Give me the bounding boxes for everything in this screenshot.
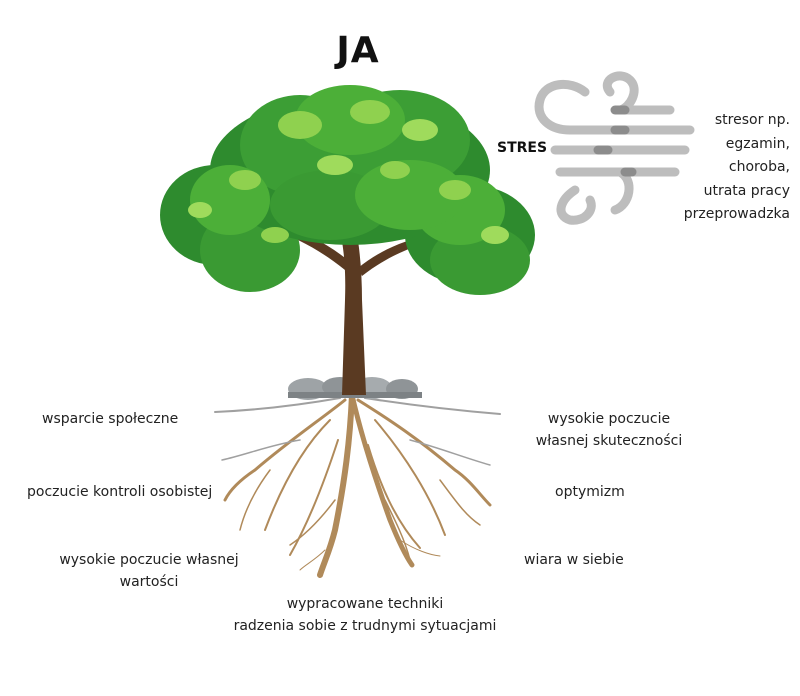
stressor-line: przeprowadzka <box>683 206 790 222</box>
root-label-line: wiara w siebie <box>524 552 624 568</box>
root-label-line: wartości <box>119 574 179 590</box>
wind-icon <box>534 71 695 225</box>
stressor-examples: stresor np. egzamin, choroba, utrata pra… <box>640 109 790 227</box>
stress-label: STRES <box>497 140 548 156</box>
root-label-self-worth: wysokie poczucie własnej wartości <box>50 549 248 593</box>
stressor-line: egzamin, <box>725 135 790 152</box>
root-label-line: wysokie poczucie własnej <box>59 552 239 568</box>
stressor-line: choroba, <box>728 159 790 175</box>
root-label-self-efficacy: wysokie poczucie własnej skuteczności <box>525 408 693 452</box>
root-label-line: wysokie poczucie <box>547 411 671 427</box>
wind-accent-marks <box>593 105 637 177</box>
root-label-personal-control: poczucie kontroli osobistej <box>27 481 212 503</box>
root-label-line: własnej skuteczności <box>535 433 683 449</box>
roots-illustration <box>214 392 501 578</box>
stressor-line: utrata pracy <box>703 182 790 199</box>
root-label-line: optymizm <box>555 484 625 500</box>
root-label-social-support: wsparcie społeczne <box>42 408 178 430</box>
tree-canopy <box>160 85 535 295</box>
root-label-line: poczucie kontroli osobistej <box>27 484 213 500</box>
root-label-optimism: optymizm <box>555 481 625 503</box>
root-label-line: radzenia sobie z trudnymi sytuacjami <box>233 618 497 634</box>
page-title: JA <box>336 30 380 71</box>
root-label-line: wsparcie społeczne <box>42 411 179 427</box>
root-label-line: wypracowane techniki <box>286 596 444 612</box>
root-label-self-belief: wiara w siebie <box>524 549 624 571</box>
stressor-line: stresor np. <box>714 112 790 128</box>
root-label-coping-techniques: wypracowane techniki radzenia sobie z tr… <box>215 593 515 637</box>
